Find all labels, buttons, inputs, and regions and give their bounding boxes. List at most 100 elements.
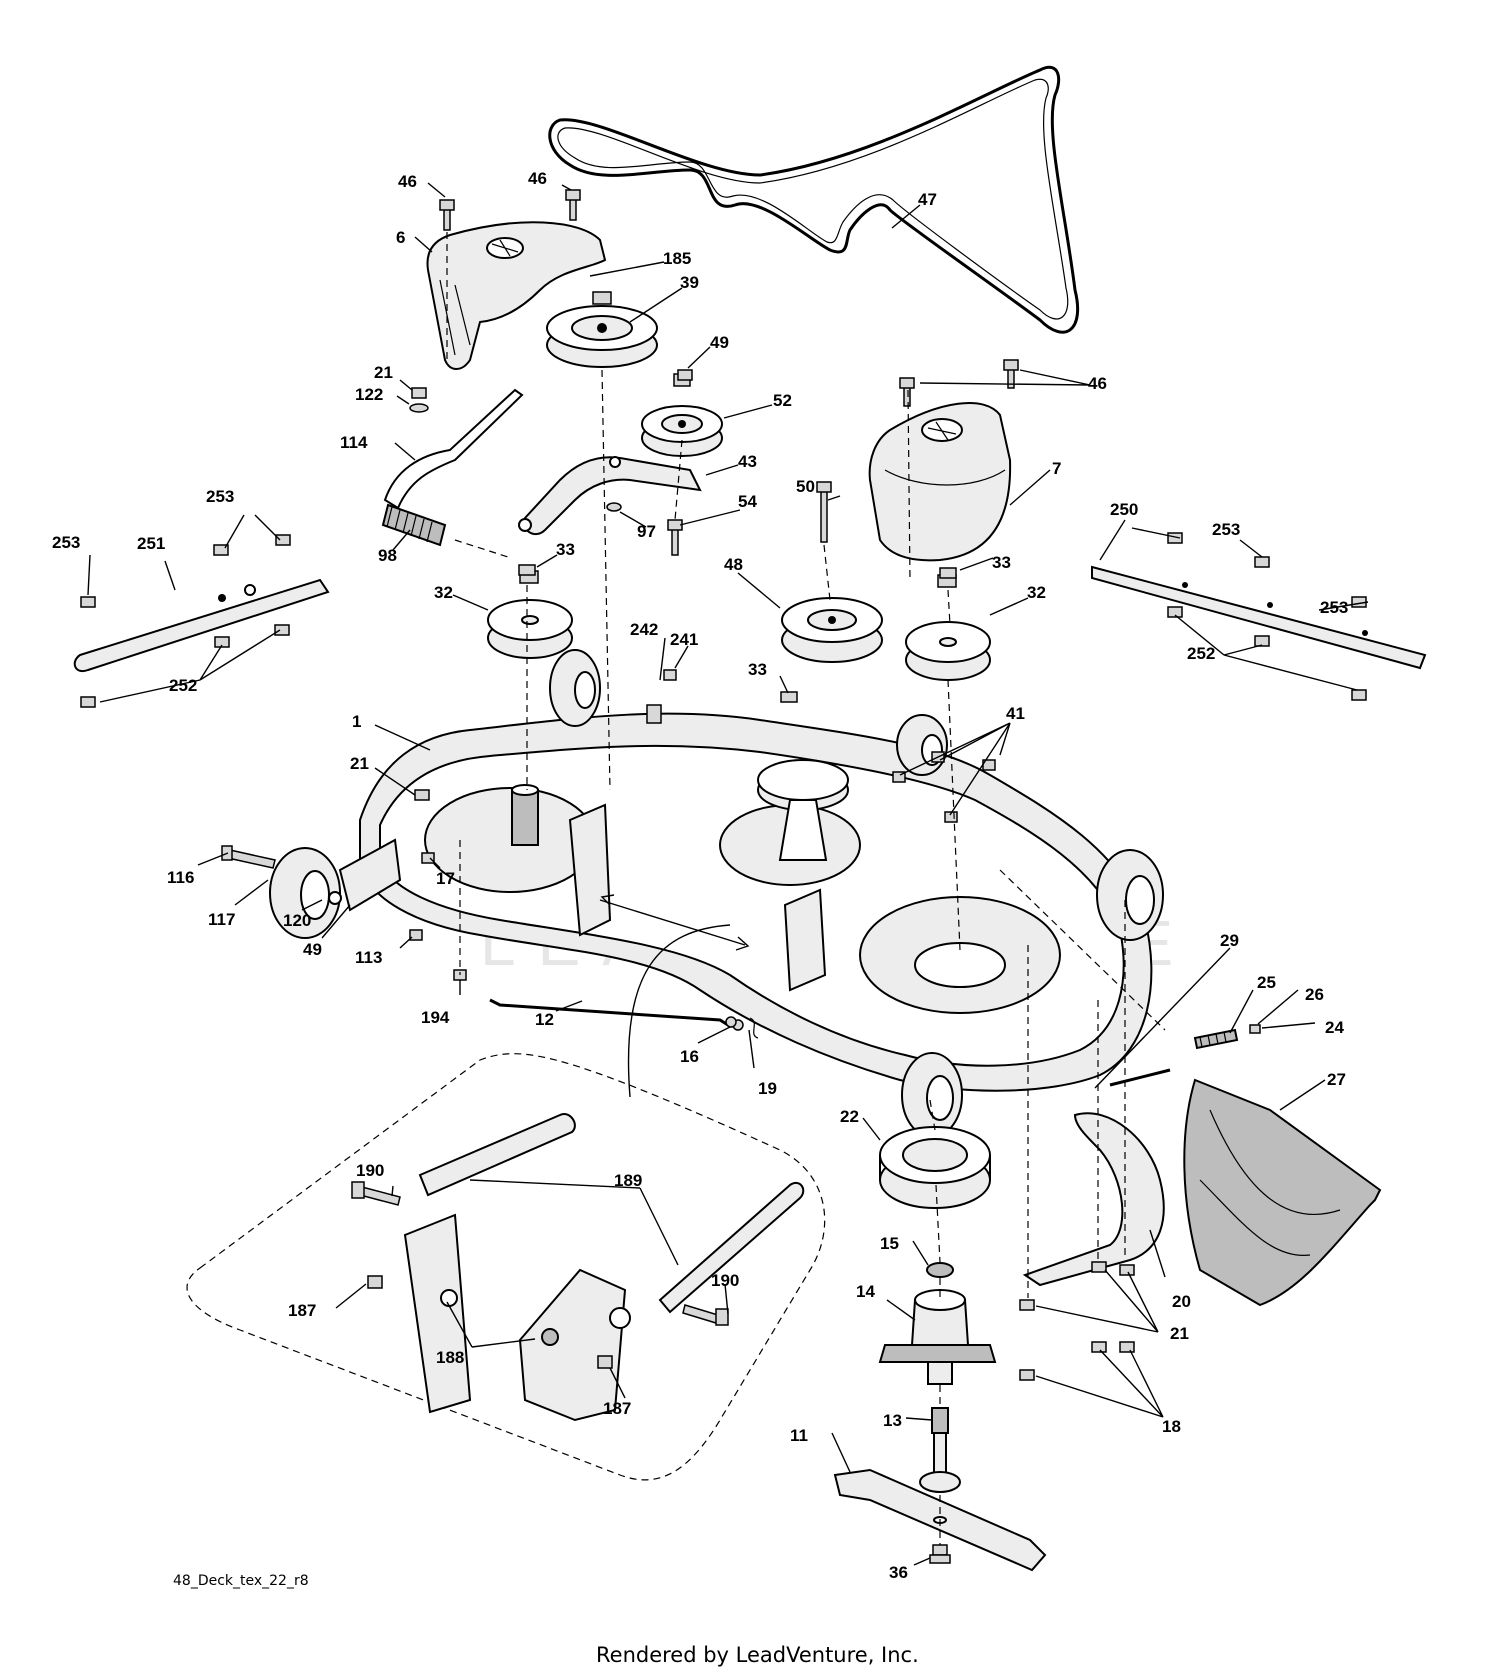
bolt-36 xyxy=(929,1544,951,1564)
detail-inset xyxy=(186,1053,826,1481)
callout-253-top-right: 253 xyxy=(1212,520,1240,539)
callout-7: 7 xyxy=(1052,459,1061,478)
belt-cover-left-6 xyxy=(426,221,607,370)
callout-16: 16 xyxy=(680,1047,699,1066)
drive-belt-47 xyxy=(548,66,1080,334)
pulley-52 xyxy=(641,373,723,457)
gauge-wheel-right-side xyxy=(1096,849,1164,941)
footer-credit: Rendered by LeadVenture, Inc. xyxy=(596,1643,919,1667)
callout-49-top: 49 xyxy=(710,333,729,352)
belt-cover-right-7 xyxy=(868,402,1012,562)
callout-189: 189 xyxy=(614,1171,642,1190)
bushing-187-left xyxy=(367,1275,383,1289)
callout-242: 242 xyxy=(630,620,658,639)
callout-21-right: 21 xyxy=(1170,1324,1189,1343)
callout-54: 54 xyxy=(738,492,757,511)
pin-29 xyxy=(1109,1068,1171,1087)
callout-187-right: 187 xyxy=(603,1399,631,1418)
hardware-bolts-nuts xyxy=(80,189,1367,1381)
callout-32-right: 32 xyxy=(1027,583,1046,602)
callout-116: 116 xyxy=(167,868,194,887)
pulley-48 xyxy=(781,597,883,663)
spindle-shaft-13 xyxy=(919,1407,961,1493)
callout-17: 17 xyxy=(436,869,455,888)
callout-36: 36 xyxy=(889,1563,908,1582)
callout-25: 25 xyxy=(1257,973,1276,992)
callout-241: 241 xyxy=(670,630,698,649)
callout-41: 41 xyxy=(1006,704,1025,723)
callout-39: 39 xyxy=(680,273,699,292)
callout-98: 98 xyxy=(378,546,397,565)
callout-190-right: 190 xyxy=(711,1271,739,1290)
callout-19: 19 xyxy=(758,1079,777,1098)
pulley-32-left xyxy=(487,570,573,659)
callout-21-top: 21 xyxy=(374,363,393,382)
mower-deck-1 xyxy=(359,712,1153,1092)
callout-26: 26 xyxy=(1305,985,1324,1004)
callout-20: 20 xyxy=(1172,1292,1191,1311)
callout-253-left: 253 xyxy=(52,533,80,552)
bolt-190-left xyxy=(351,1181,401,1206)
pulley-39 xyxy=(546,291,658,368)
grass-chute-27 xyxy=(1183,1078,1382,1307)
callout-52: 52 xyxy=(773,391,792,410)
callout-14: 14 xyxy=(856,1282,875,1301)
callout-43: 43 xyxy=(738,452,757,471)
gauge-wheel-right-top xyxy=(896,714,948,776)
assembly-center-lines xyxy=(446,232,1166,1545)
callout-185: 185 xyxy=(663,249,691,268)
callout-253-right: 253 xyxy=(1320,598,1348,617)
callout-33-left: 33 xyxy=(556,540,575,559)
callout-252-left: 252 xyxy=(169,676,197,695)
callout-187-left: 187 xyxy=(288,1301,316,1320)
callout-labels: 46 46 6 185 39 47 49 52 46 21 122 114 43… xyxy=(52,169,1348,1582)
callout-15: 15 xyxy=(880,1234,899,1253)
callout-6: 6 xyxy=(396,228,405,247)
callout-21-left: 21 xyxy=(350,754,369,773)
callout-27: 27 xyxy=(1327,1070,1346,1089)
callout-29: 29 xyxy=(1220,931,1239,950)
callout-13: 13 xyxy=(883,1411,902,1430)
callout-250: 250 xyxy=(1110,500,1138,519)
gauge-wheel-rear xyxy=(549,649,601,727)
callout-33-right: 33 xyxy=(992,553,1011,572)
callout-24: 24 xyxy=(1325,1018,1344,1037)
callout-253-top-left: 253 xyxy=(206,487,234,506)
bolt-116 xyxy=(221,845,276,869)
callout-46-center: 46 xyxy=(528,169,547,188)
callout-97: 97 xyxy=(637,522,656,541)
callout-22: 22 xyxy=(840,1107,859,1126)
callout-252-right: 252 xyxy=(1187,644,1215,663)
spring-25 xyxy=(1193,1028,1239,1050)
callout-120: 120 xyxy=(283,911,311,930)
callout-188: 188 xyxy=(436,1348,464,1367)
callout-194: 194 xyxy=(421,1008,450,1027)
gauge-wheel-front xyxy=(901,1052,963,1138)
bolt-190-right xyxy=(682,1304,729,1326)
leader-wire xyxy=(627,924,731,1098)
callout-50: 50 xyxy=(796,477,815,496)
stabilizer-bar-251 xyxy=(73,578,330,673)
callout-1: 1 xyxy=(352,712,361,731)
discharge-deflector-20 xyxy=(1022,1112,1165,1287)
callout-251: 251 xyxy=(137,534,165,553)
idler-bracket-114 xyxy=(383,388,524,510)
callout-46-right: 46 xyxy=(1088,374,1107,393)
callout-12: 12 xyxy=(535,1010,554,1029)
wheel-bracket-49 xyxy=(338,838,402,912)
callout-47: 47 xyxy=(918,190,937,209)
callout-190-left: 190 xyxy=(356,1161,384,1180)
callout-48: 48 xyxy=(724,555,743,574)
lift-bracket-pair xyxy=(568,803,827,992)
callout-49-left: 49 xyxy=(303,940,322,959)
callout-113: 113 xyxy=(355,948,382,967)
callout-18: 18 xyxy=(1162,1417,1181,1436)
rod-12 xyxy=(489,998,759,1039)
stabilizer-bar-250 xyxy=(1091,565,1427,670)
diagram-id-label: 48_Deck_tex_22_r8 xyxy=(173,1573,309,1589)
callout-114: 114 xyxy=(340,433,368,452)
callout-117: 117 xyxy=(208,910,235,929)
spring-98 xyxy=(381,503,447,547)
